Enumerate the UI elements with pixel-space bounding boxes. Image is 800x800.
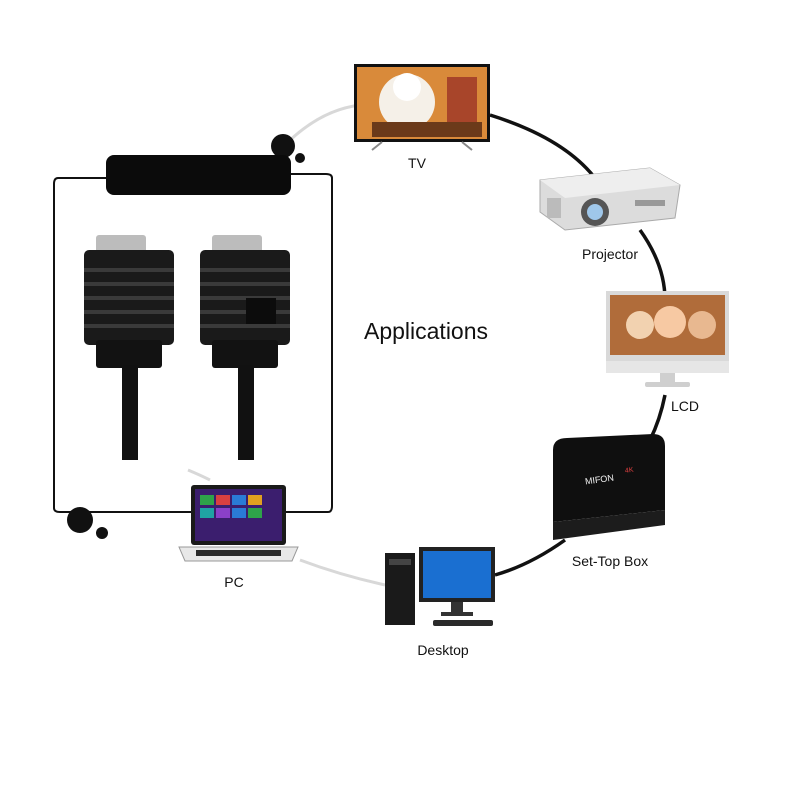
set-top-box-badge: 4K [625, 467, 635, 475]
ring-dot-large-top [271, 134, 295, 158]
pc-label: PC [224, 574, 244, 590]
vga-connector-left [84, 235, 174, 460]
desktop-label: Desktop [417, 642, 469, 658]
ring-arc-dark-bottom [494, 538, 567, 577]
ring-arc-light-bottom [187, 468, 386, 587]
tv-label: TV [408, 155, 426, 171]
projector-label: Projector [581, 246, 639, 262]
ring-dot-small-bottom [96, 527, 108, 539]
vga-connector-right [200, 235, 290, 460]
set-top-box-brand: MIFON [584, 473, 614, 487]
projector-image [539, 167, 681, 231]
set-top-box-label: Set-Top Box [571, 553, 649, 569]
vga-cable-illustration [53, 155, 333, 513]
set-top-box-image: MIFON 4K [553, 434, 665, 540]
desktop-image [385, 547, 495, 626]
cable-header-bar [106, 155, 291, 195]
tv-image [354, 64, 490, 151]
ring-arc-light-top [283, 103, 361, 147]
applications-heading: Applications [364, 318, 489, 344]
pc-image [178, 485, 299, 562]
lcd-label: LCD [670, 398, 699, 414]
lcd-image [606, 291, 729, 387]
ring-dot-large-bottom [67, 507, 93, 533]
ring-dot-small-top [295, 153, 305, 163]
